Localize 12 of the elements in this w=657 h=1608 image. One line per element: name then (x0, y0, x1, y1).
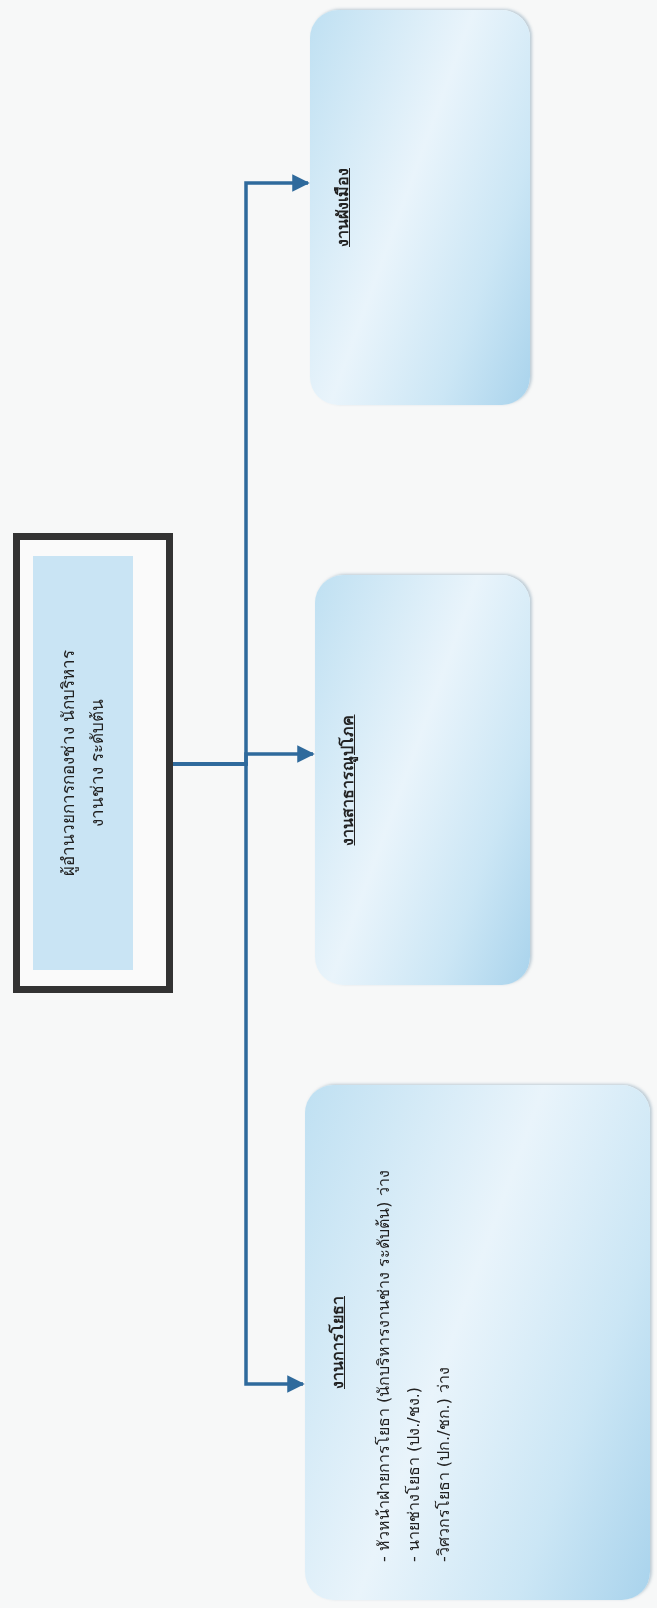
position-item: -วิศวกรโยธา (ปก./ชก.) ว่าง (433, 1366, 454, 1562)
unit-heading: งานผังเมือง (332, 167, 353, 249)
unit-box (315, 575, 530, 985)
frame-box (13, 533, 173, 993)
unit-heading: งานการโยธา (327, 1295, 348, 1391)
unit-heading: งานสาธารณูปโภค (337, 713, 359, 848)
unit-box (310, 10, 530, 405)
unit-box (305, 1085, 650, 1600)
position-item: - นายช่างโยธา (ปง./ชง.) (403, 1386, 424, 1562)
position-item: - หัวหน้าฝ่ายการโยธา (นักบริหารงานช่าง ระดับต้น) ว่าง (373, 1169, 394, 1562)
position-label: ผู้อำนวยการกองช่าง นักบริหารงานช่าง ระดับต้น (33, 556, 133, 970)
connector-arrow (173, 174, 310, 766)
